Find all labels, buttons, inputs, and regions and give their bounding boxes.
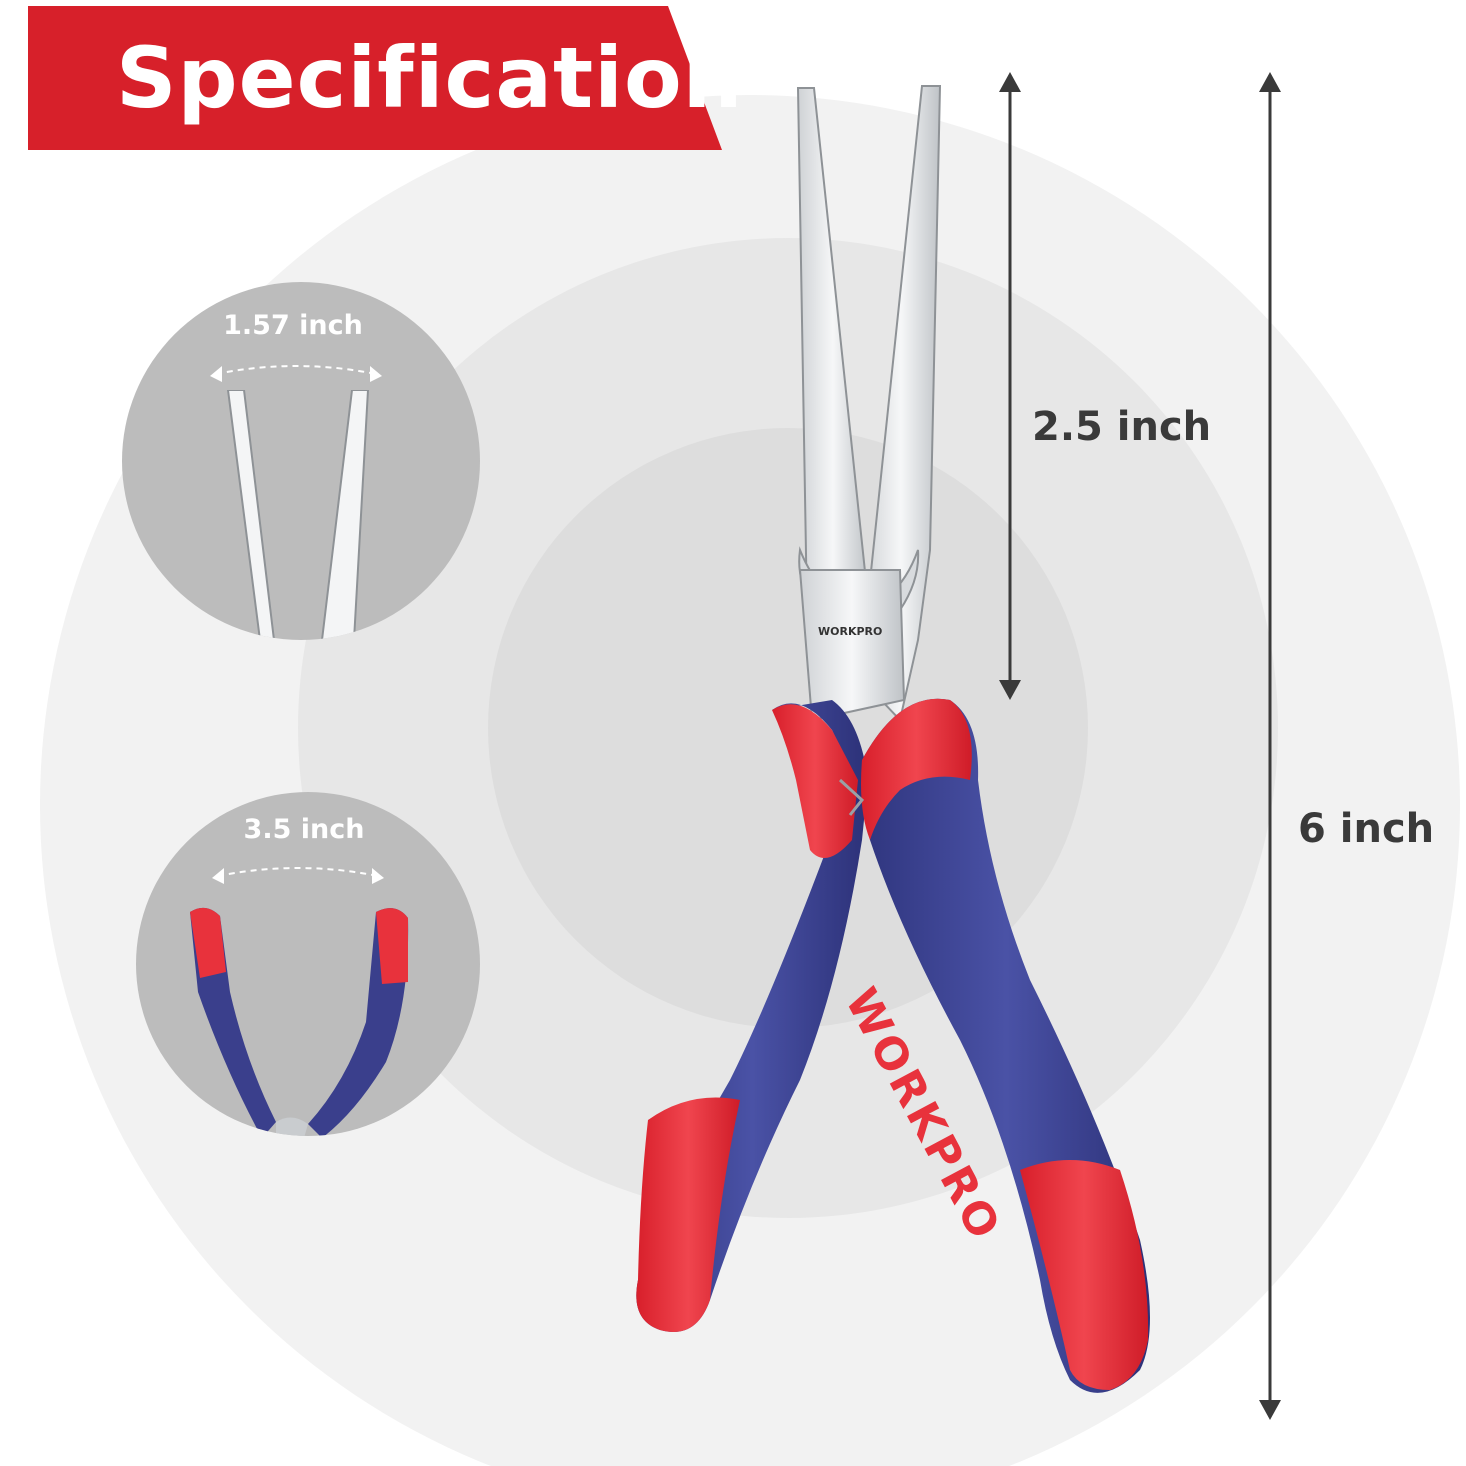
- handle-spread-label: 3.5 inch: [243, 814, 365, 845]
- open-handles-closeup: [190, 907, 409, 1136]
- tip-spread-arrow: [210, 365, 382, 382]
- jaw-length-arrow: [999, 72, 1021, 700]
- jaw-length-label: 2.5 inch: [1032, 404, 1212, 450]
- tip-spread-label: 1.57 inch: [223, 310, 363, 341]
- total-length-arrow: [1259, 72, 1281, 1420]
- handle-spread-arrow: [212, 867, 384, 884]
- brand-label-jaw: WORKPRO: [818, 625, 883, 638]
- spec-banner: Specification: [28, 6, 744, 150]
- pliers-illustration: [636, 85, 1150, 1393]
- total-length-label: 6 inch: [1298, 806, 1435, 852]
- tip-spread-inset: 1.57 inch: [122, 282, 480, 640]
- handle-spread-inset: 3.5 inch: [136, 792, 480, 1136]
- tip-closeup: [226, 390, 370, 640]
- banner-title: Specification: [116, 29, 744, 127]
